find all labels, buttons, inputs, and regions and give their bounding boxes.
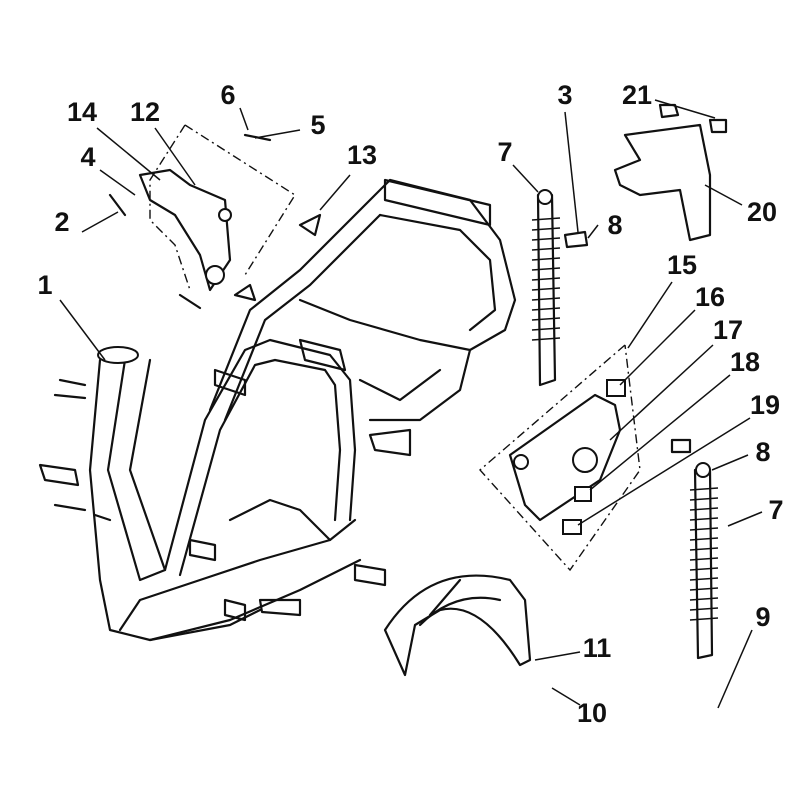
callout-21: 21 <box>622 80 652 110</box>
rear-shock-lower <box>670 438 719 660</box>
callout-19: 19 <box>750 390 780 420</box>
callout-7: 7 <box>768 495 783 525</box>
callout-3: 3 <box>557 80 572 110</box>
callout-11: 11 <box>583 633 612 663</box>
callout-2: 2 <box>54 207 69 237</box>
callout-14: 14 <box>67 97 97 127</box>
callout-13: 13 <box>347 140 377 170</box>
callout-1: 1 <box>37 270 52 300</box>
callout-16: 16 <box>695 282 725 312</box>
callout-17: 17 <box>713 315 743 345</box>
callout-10: 10 <box>577 698 607 728</box>
callout-4: 4 <box>80 142 95 172</box>
rear-shock-upper <box>531 189 589 387</box>
callout-18: 18 <box>730 347 760 377</box>
leader-lines <box>59 99 763 709</box>
callout-20: 20 <box>747 197 777 227</box>
callout-15: 15 <box>667 250 697 280</box>
rear-fender-part <box>383 574 532 677</box>
bracket-20-part <box>613 103 728 242</box>
link-group-part <box>479 344 641 572</box>
callout-5: 5 <box>310 110 325 140</box>
callout-6: 6 <box>220 80 235 110</box>
callout-8: 8 <box>755 437 770 467</box>
callout-9: 9 <box>755 602 770 632</box>
frame-part <box>38 178 517 642</box>
callout-7: 7 <box>497 137 512 167</box>
callout-12: 12 <box>130 97 160 127</box>
callout-8: 8 <box>607 210 622 240</box>
